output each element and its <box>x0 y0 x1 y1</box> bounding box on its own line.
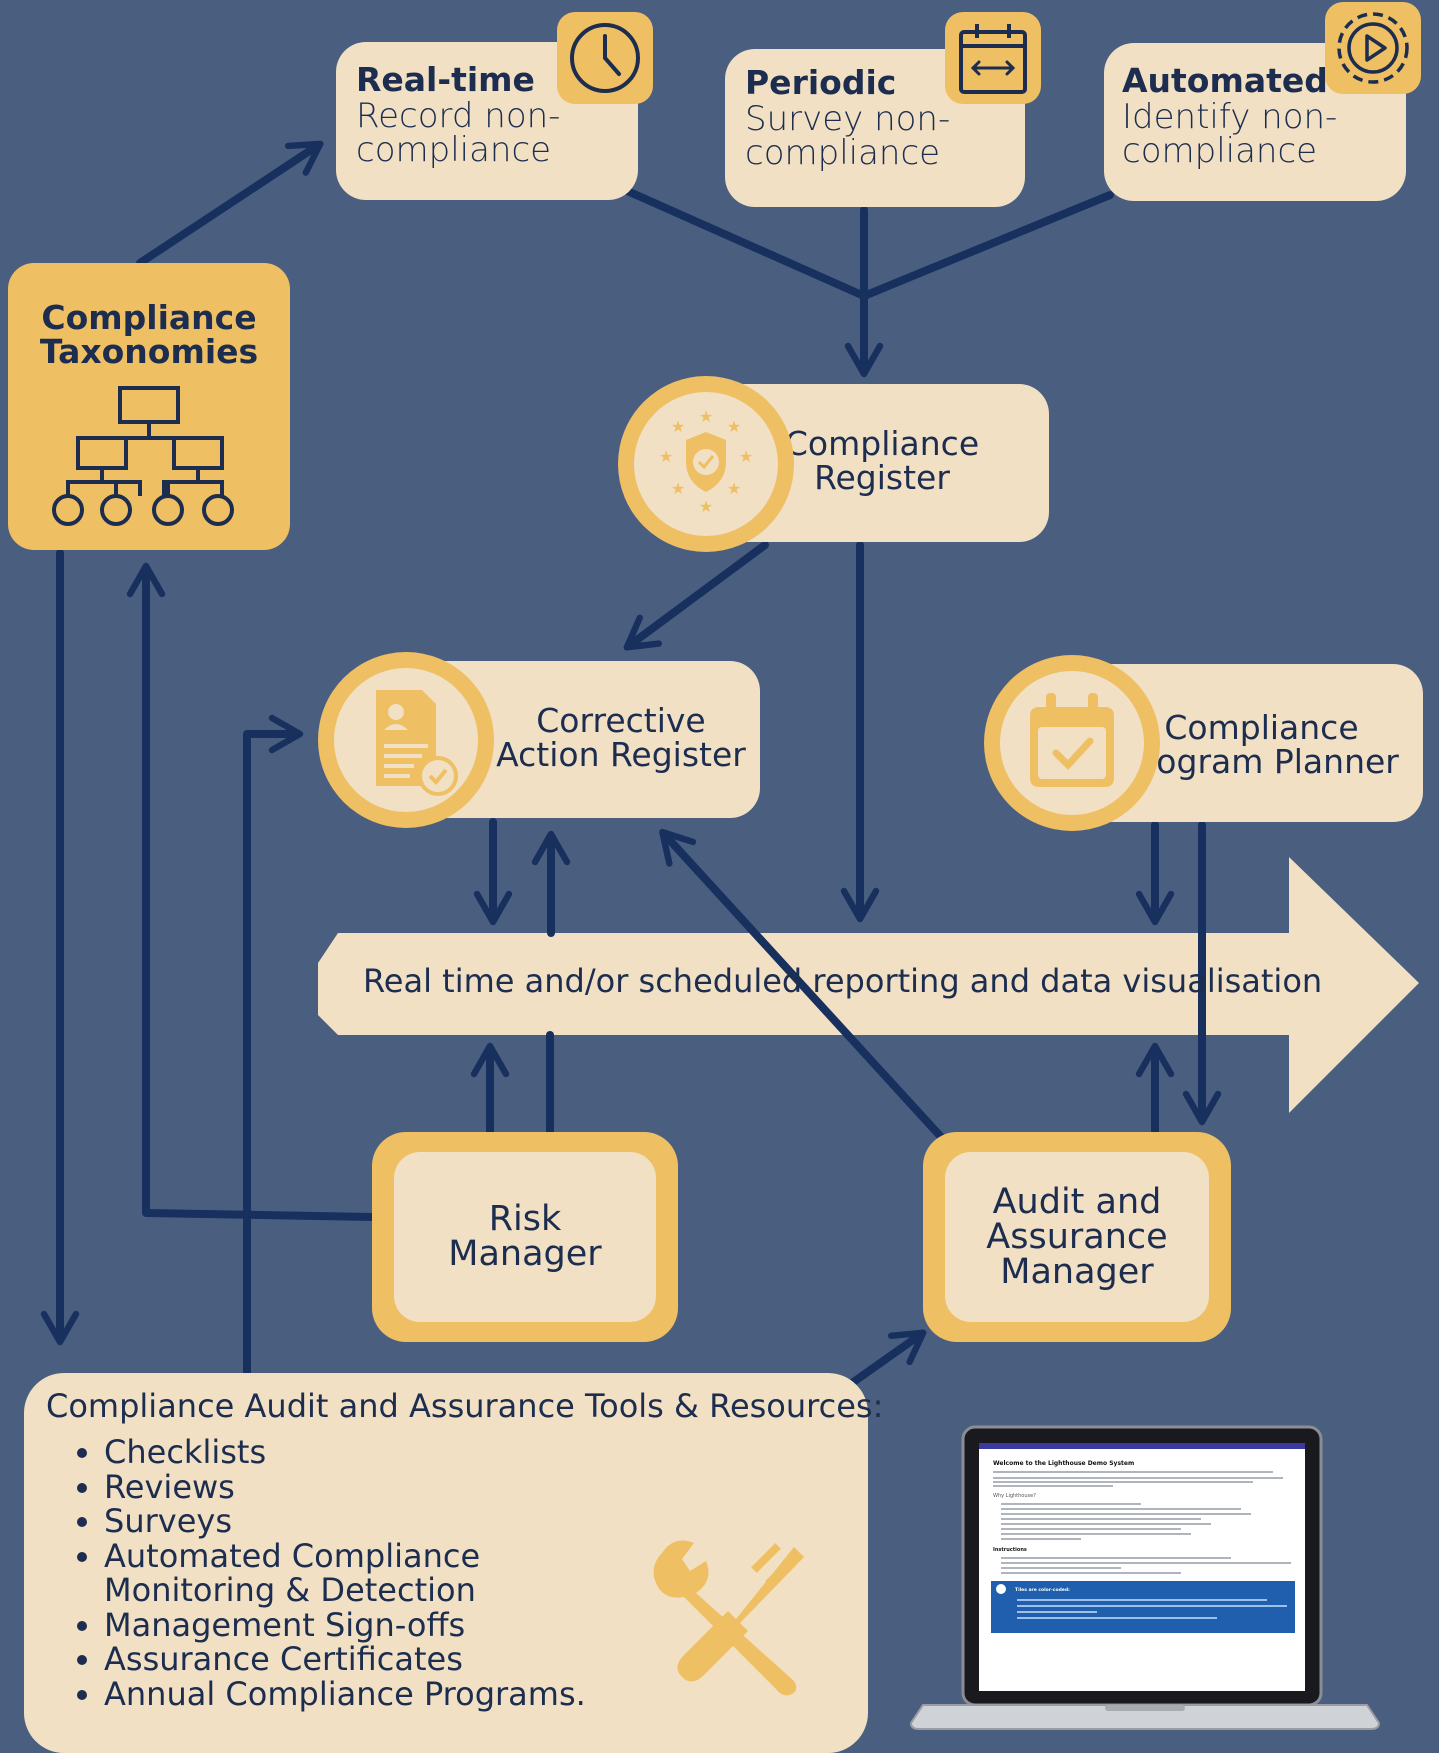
list-item: Management Sign-offs <box>104 1607 704 1643</box>
gear-play-icon <box>1337 12 1409 84</box>
arrow-realtime-to-merge <box>621 186 868 300</box>
calendar-check-icon <box>1030 693 1114 787</box>
realtime-icon-tile <box>557 12 653 104</box>
laptop-screen-callout: Tiles are color-coded: <box>1015 1587 1070 1593</box>
svg-text:★: ★ <box>699 407 713 426</box>
arrow-automated-to-merge <box>860 191 1114 300</box>
periodic-title: Periodic <box>745 63 897 102</box>
risk-manager-box: Risk Manager <box>372 1132 678 1342</box>
planner-line2: Program Planner <box>1124 742 1399 781</box>
resources-title: Compliance Audit and Assurance Tools & R… <box>46 1387 884 1425</box>
arrow-resources-to-corrective <box>243 714 304 1377</box>
automated-icon-tile <box>1325 2 1421 94</box>
laptop-image: Welcome to the Lighthouse Demo System Wh… <box>909 1425 1381 1730</box>
corrective-line2: Action Register <box>496 735 746 774</box>
svg-text:★: ★ <box>739 447 753 466</box>
list-item: Reviews <box>104 1469 704 1505</box>
register-line1: Compliance <box>784 424 980 463</box>
shield-stars-icon: ★ ★ ★ ★ ★ ★ ★ ★ <box>659 407 753 516</box>
periodic-icon-tile <box>945 12 1041 104</box>
corrective-icon-disc <box>318 652 494 828</box>
audit-line3: Manager <box>1000 1251 1154 1292</box>
reporting-banner-label: Real time and/or scheduled reporting and… <box>363 962 1323 1000</box>
resources-list: Checklists Reviews Surveys Automated Com… <box>72 1435 704 1711</box>
svg-text:★: ★ <box>727 417 741 436</box>
realtime-text-line1: Record non- <box>356 96 561 136</box>
arrow-taxonomies-to-realtime <box>136 140 324 267</box>
list-item: Assurance Certificates <box>104 1642 704 1677</box>
automated-card: Automated Identify non- compliance <box>1104 43 1406 201</box>
arrow-register-to-corrective <box>623 541 769 651</box>
svg-text:★: ★ <box>671 417 685 436</box>
svg-text:★: ★ <box>659 447 673 466</box>
svg-text:★: ★ <box>727 479 741 498</box>
calendar-range-icon <box>959 24 1027 94</box>
audit-line2: Assurance <box>986 1216 1168 1257</box>
realtime-title: Real-time <box>356 60 535 99</box>
risk-line1: Risk <box>488 1199 562 1239</box>
planner-line1: Compliance <box>1164 708 1359 747</box>
resources-panel: Compliance Audit and Assurance Tools & R… <box>24 1373 883 1753</box>
automated-title: Automated <box>1122 61 1328 100</box>
tools-icon <box>653 1540 804 1696</box>
arrow-risk-to-taxonomies <box>126 562 376 1221</box>
laptop-screen-section1: Why Lighthouse? <box>993 1493 1036 1499</box>
register-line2: Register <box>814 458 950 497</box>
list-item: Automated Compliance Monitoring & Detect… <box>104 1538 644 1608</box>
document-check-icon <box>376 690 458 796</box>
arrow-resources-to-audit <box>848 1329 927 1387</box>
svg-text:★: ★ <box>671 479 685 498</box>
list-item: Checklists <box>104 1435 704 1470</box>
list-item: Surveys <box>104 1504 704 1539</box>
laptop-screen-section2: Instructions <box>993 1547 1027 1553</box>
register-icon-disc: ★ ★ ★ ★ ★ ★ ★ ★ <box>618 376 794 552</box>
hierarchy-icon <box>52 386 234 526</box>
compliance-taxonomies-box: Compliance Taxonomies <box>8 263 290 550</box>
automated-text-line2: compliance <box>1122 131 1318 171</box>
clock-icon <box>570 23 640 93</box>
arrow-audit-to-corrective <box>659 828 946 1142</box>
taxonomies-line1: Compliance <box>41 298 257 337</box>
planner-icon-disc <box>984 655 1160 831</box>
svg-text:★: ★ <box>699 497 713 516</box>
taxonomies-line2: Taxonomies <box>39 332 259 371</box>
reporting-banner-shape <box>318 857 1419 1113</box>
audit-line1: Audit and <box>992 1181 1162 1222</box>
risk-line2: Manager <box>448 1234 602 1274</box>
list-item: Annual Compliance Programs. <box>104 1676 704 1712</box>
periodic-text-line1: Survey non- <box>745 99 951 139</box>
automated-text-line1: Identify non- <box>1122 97 1338 137</box>
audit-assurance-manager-box: Audit and Assurance Manager <box>923 1132 1231 1342</box>
periodic-text-line2: compliance <box>745 133 941 173</box>
laptop-screen-heading: Welcome to the Lighthouse Demo System <box>993 1460 1134 1467</box>
corrective-line1: Corrective <box>536 701 706 740</box>
realtime-text-line2: compliance <box>356 130 552 170</box>
